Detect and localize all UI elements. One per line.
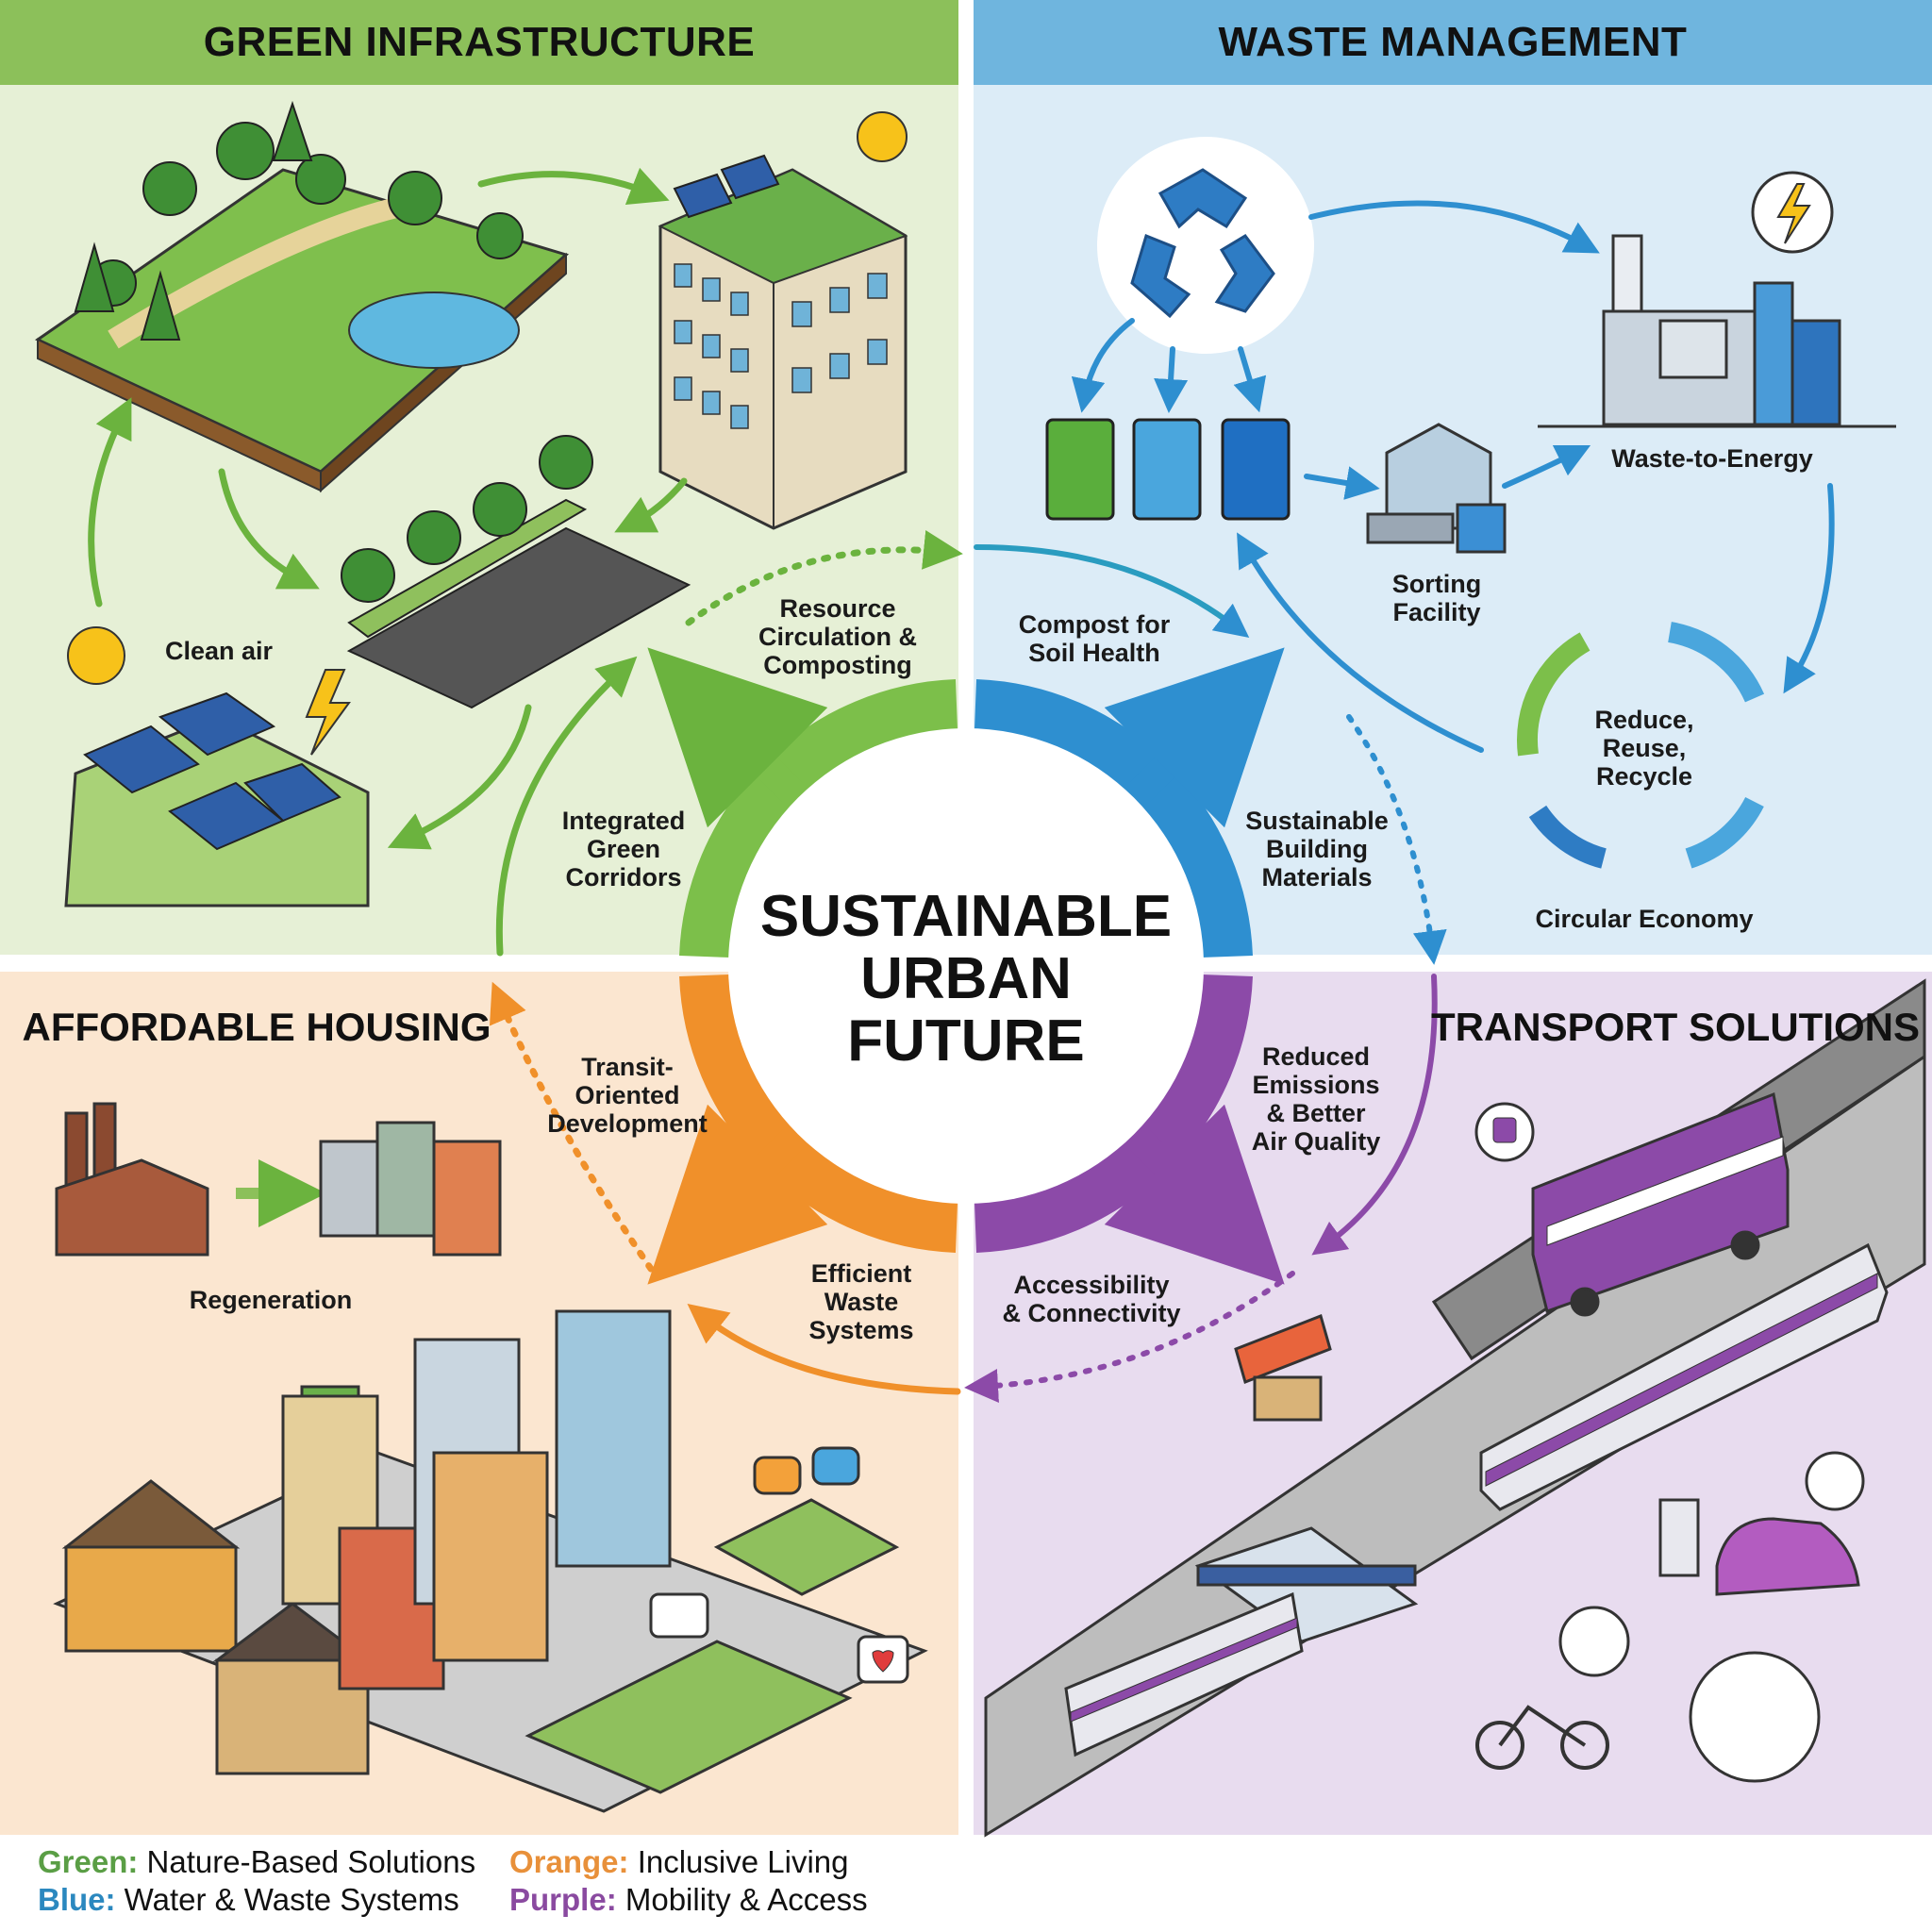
- market-stall: [1234, 1314, 1332, 1422]
- sorting-facility-illustration: [1366, 423, 1507, 554]
- circular-economy-cycle: [1517, 622, 1765, 869]
- legend-text: Mobility & Access: [625, 1882, 868, 1917]
- sun-icon: [67, 626, 125, 685]
- label-reduce-reuse-recycle: Reduce, Reuse, Recycle: [1594, 706, 1694, 791]
- blue-cycle-arrows: [974, 200, 1835, 965]
- legend-item-purple: Purple: Mobility & Access: [509, 1882, 943, 1918]
- bus-icon: [1531, 1091, 1790, 1317]
- factory-icon: [55, 1102, 326, 1257]
- legend-key: Blue:: [38, 1882, 116, 1917]
- affordable-housing-title: AFFORDABLE HOUSING: [22, 1005, 491, 1049]
- recycle-icon: [1097, 137, 1314, 354]
- factory-icon: [1538, 171, 1896, 428]
- car-icon: [1715, 1517, 1860, 1596]
- orange-cycle-arrows: [489, 981, 961, 1395]
- label-efficient-waste: Efficient Waste Systems: [808, 1259, 914, 1344]
- solar-panel-icon: [83, 691, 341, 851]
- label-green-corridors: Integrated Green Corridors: [561, 807, 686, 891]
- label-regeneration: Regeneration: [189, 1286, 353, 1314]
- tram-icon: [1479, 1242, 1889, 1511]
- bin-icon: [1045, 418, 1291, 521]
- legend: Green: Nature-Based Solutions Orange: In…: [38, 1844, 943, 1918]
- arrow-green: [647, 647, 828, 828]
- arrow-orange: [647, 1104, 828, 1285]
- center-disc: [728, 728, 1204, 1204]
- diagonal-arrows: [647, 647, 1285, 1285]
- label-building-materials: Sustainable Building Materials: [1245, 807, 1389, 891]
- waste-management-header: WASTE MANAGEMENT: [974, 0, 1932, 85]
- legend-text: Inclusive Living: [637, 1844, 849, 1879]
- solar-buildings-illustration: [64, 626, 370, 908]
- transport-solutions-title: TRANSPORT SOLUTIONS: [1430, 1005, 1921, 1049]
- community-illustration: [525, 1446, 909, 1794]
- bike-lane-illustration: [341, 435, 691, 709]
- solar-panel-icon: [673, 154, 780, 219]
- arrow-purple: [1104, 1104, 1285, 1285]
- green-infrastructure-header: GREEN INFRASTRUCTURE: [0, 0, 958, 85]
- label-sorting-facility: Sorting Facility: [1391, 570, 1482, 626]
- legend-item-green: Green: Nature-Based Solutions: [38, 1844, 509, 1880]
- purple-cycle-arrows: [964, 974, 1438, 1403]
- truck-icon: [1558, 1606, 1630, 1677]
- label-reduced-emissions: Reduced Emissions & Better Air Quality: [1251, 1042, 1381, 1156]
- legend-key: Green:: [38, 1844, 139, 1879]
- arrow-blue: [1104, 647, 1285, 828]
- legend-item-blue: Blue: Water & Waste Systems: [38, 1882, 509, 1918]
- regenerated-buildings: [319, 1121, 502, 1257]
- label-transit-oriented: Transit- Oriented Development: [547, 1053, 708, 1138]
- legend-text: Nature-Based Solutions: [146, 1844, 476, 1879]
- label-circular-economy: Circular Economy: [1535, 905, 1754, 933]
- station-illustration: [1064, 1526, 1419, 1757]
- legend-key: Purple:: [509, 1882, 617, 1917]
- speech-bubble-icon: [649, 1592, 709, 1639]
- label-resource-circulation: Resource Circulation & Composting: [758, 594, 918, 679]
- legend-text: Water & Waste Systems: [124, 1882, 459, 1917]
- green-cycle-arrows: [88, 167, 963, 957]
- ev-charger-icon: [1805, 1451, 1865, 1511]
- sun-icon: [857, 111, 908, 162]
- legend-item-orange: Orange: Inclusive Living: [509, 1844, 943, 1880]
- speech-bubble-icon: [753, 1456, 802, 1495]
- park-illustration: [34, 100, 570, 493]
- label-compost: Compost for Soil Health: [1018, 610, 1171, 667]
- green-roof-building: [658, 111, 908, 530]
- bicycle-icon: [1475, 1705, 1609, 1770]
- bicycle-icon: [1689, 1651, 1821, 1783]
- speech-bubble-icon: [811, 1446, 860, 1486]
- lightning-icon: [305, 669, 351, 756]
- center-title: SUSTAINABLE URBAN FUTURE: [759, 884, 1173, 1074]
- label-accessibility: Accessibility & Connectivity: [1002, 1271, 1181, 1327]
- label-waste-to-energy: Waste-to-Energy: [1611, 444, 1813, 473]
- label-clean-air: Clean air: [164, 637, 274, 665]
- legend-key: Orange:: [509, 1844, 629, 1879]
